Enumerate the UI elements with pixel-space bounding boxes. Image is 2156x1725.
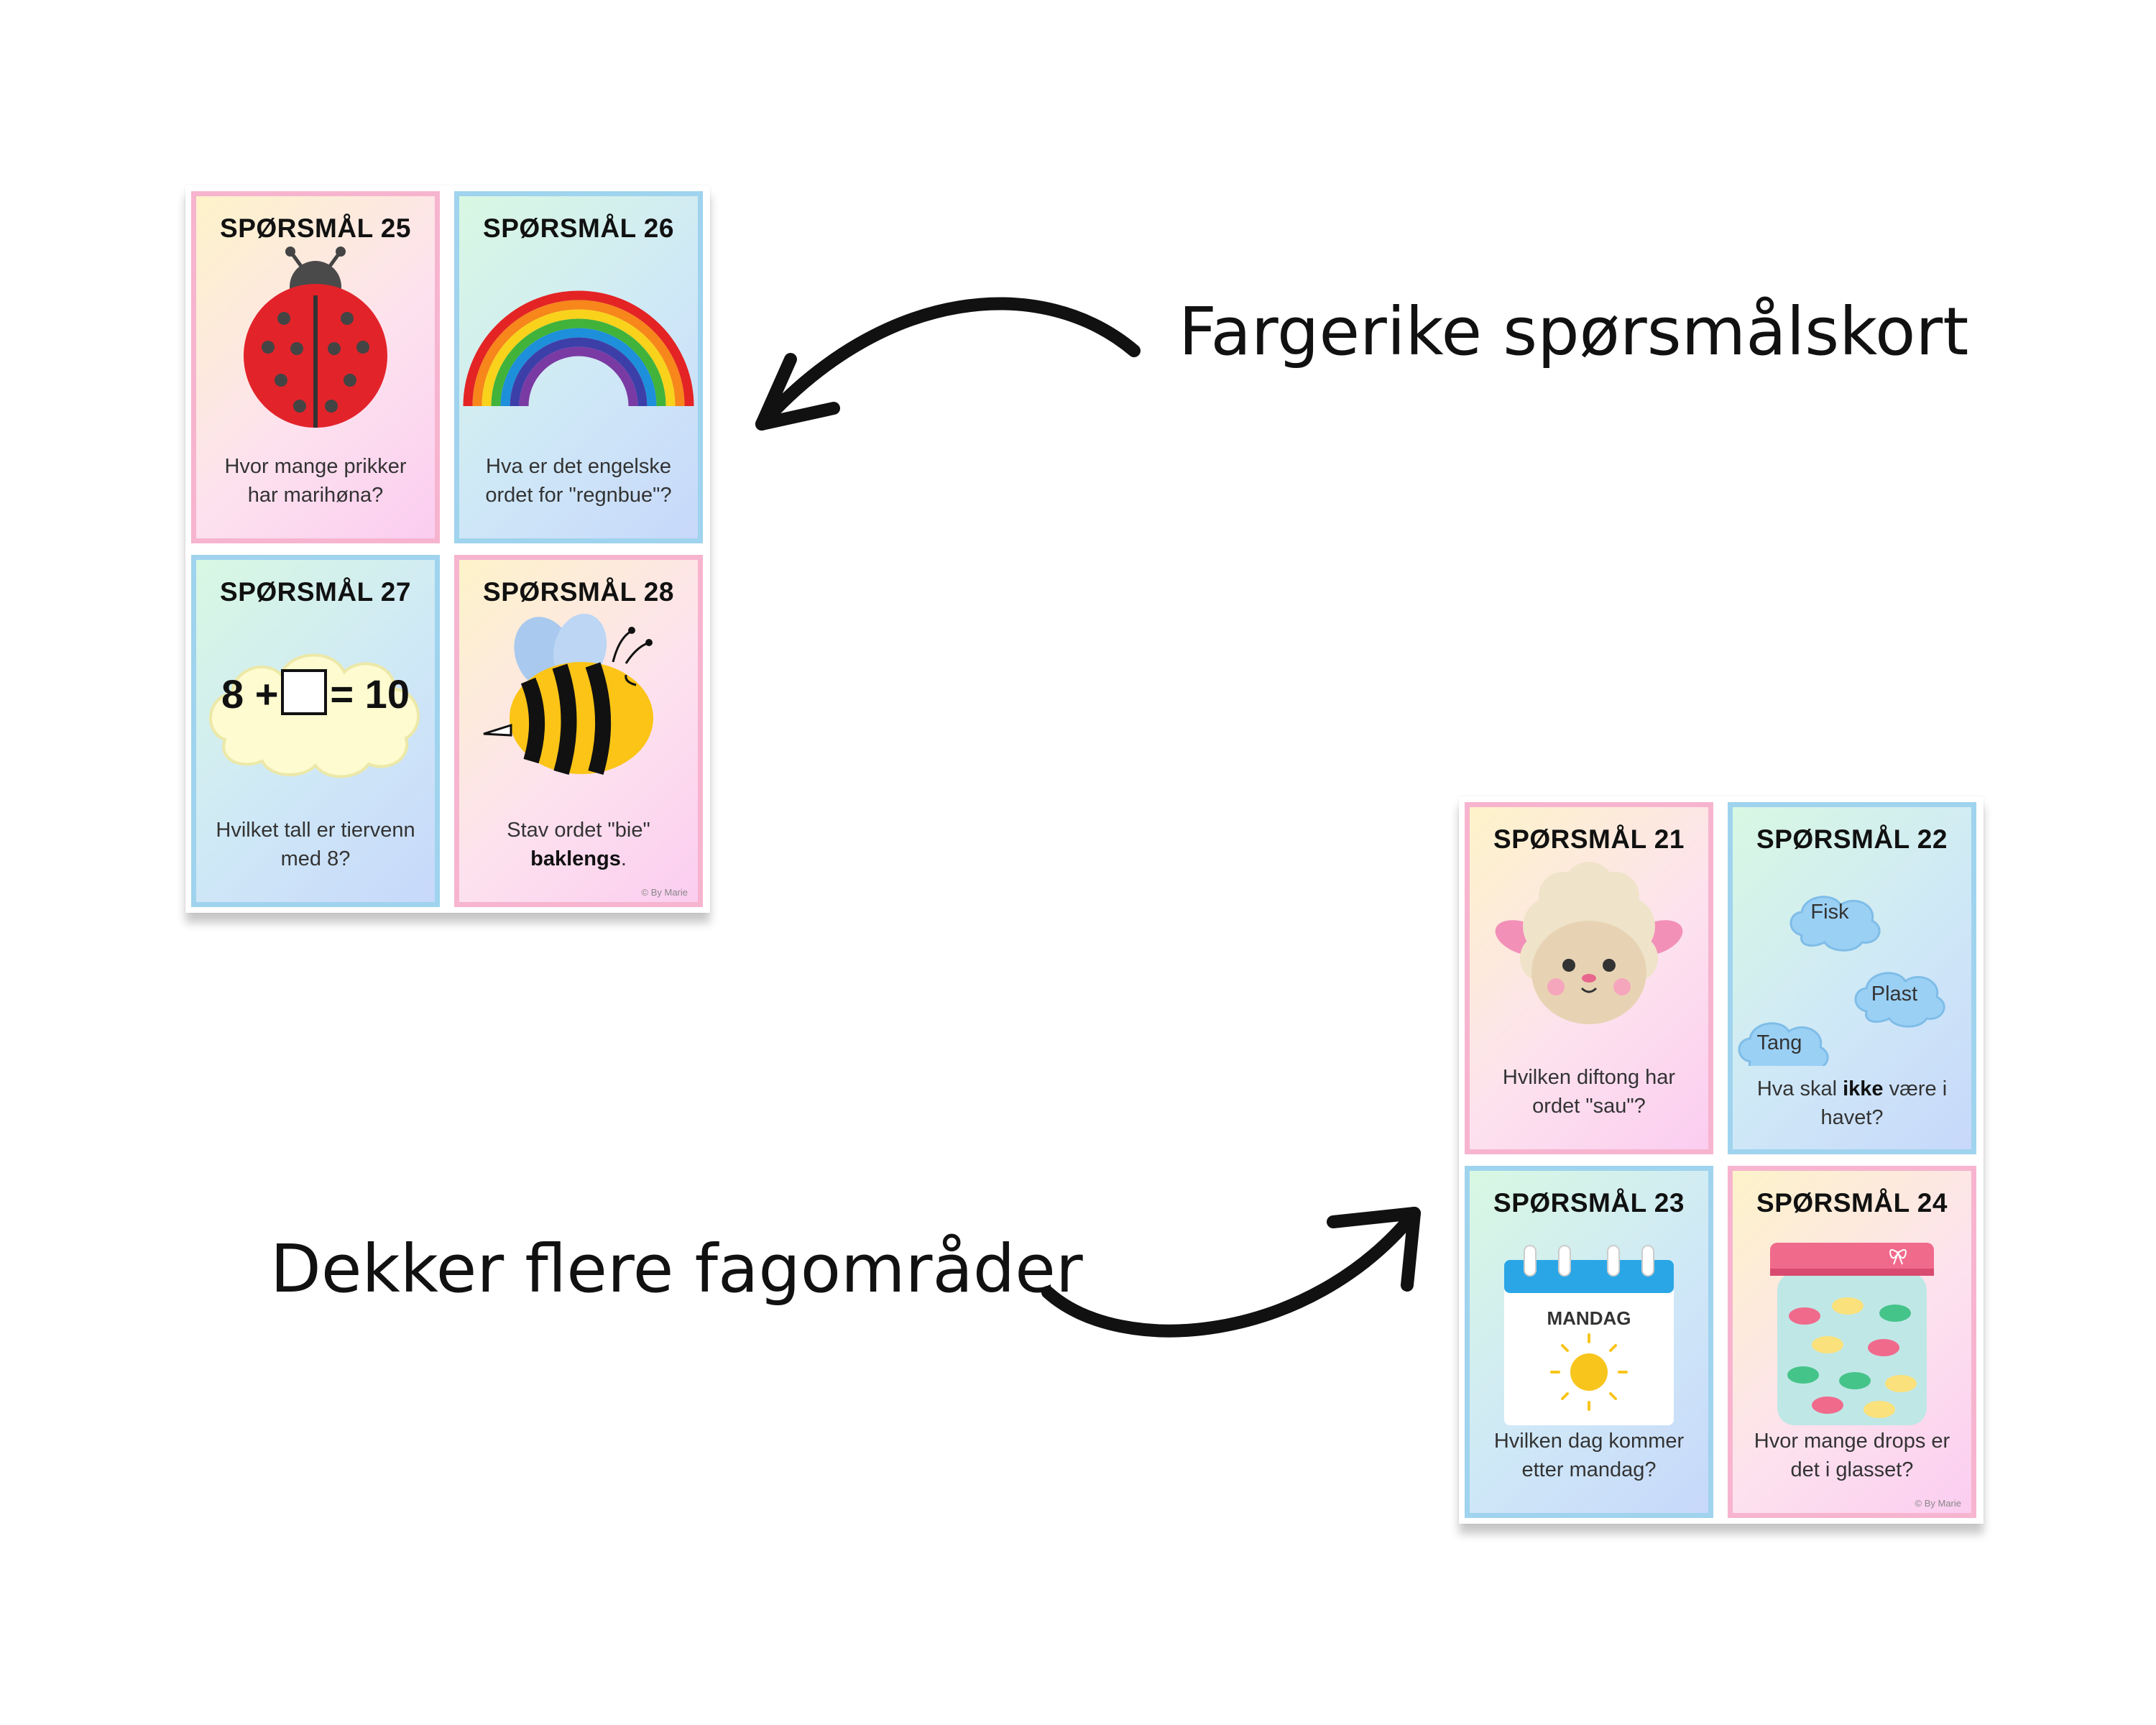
question-card-27: SPØRSMÅL 27 8 + = 10 Hvilket tall er tier…	[191, 555, 440, 907]
card-title: SPØRSMÅL 26	[483, 213, 674, 243]
card-question: Hvor mange prikker har marihøna?	[224, 455, 407, 507]
card-title: SPØRSMÅL 22	[1756, 824, 1948, 854]
question-card-23: SPØRSMÅL 23 MANDAG Hvilken dag kommer et…	[1465, 1166, 1713, 1518]
question-text-end: være i havet?	[1820, 1077, 1948, 1129]
card-question: Hva skal ikke være i havet?	[1746, 1075, 1958, 1132]
calendar-icon	[1504, 1245, 1674, 1425]
question-text-end: .	[620, 847, 627, 870]
question-card-22: SPØRSMÅL 22 Fisk Plast Tang Hva skal ikk…	[1728, 802, 1976, 1154]
question-card-26: SPØRSMÅL 26 Hva er det engelske ordet fo…	[454, 191, 703, 543]
card-question: Hvilken diftong har ordet "sau"?	[1502, 1066, 1676, 1118]
copyright: © By Marie	[1915, 1498, 1961, 1509]
equation: 8 + = 10	[196, 669, 435, 717]
card-title: SPØRSMÅL 27	[220, 577, 411, 607]
ladybug-icon	[244, 247, 387, 428]
question-emphasis: baklengs	[530, 847, 621, 870]
card-title: SPØRSMÅL 21	[1493, 824, 1685, 854]
question-card-25: SPØRSMÅL 25 Hvor mange prikker har marih…	[191, 191, 440, 543]
candy-jar-icon	[1770, 1243, 1934, 1425]
card-title: SPØRSMÅL 28	[483, 577, 674, 607]
card-question: Hva er det engelske ordet for "regnbue"?	[485, 455, 672, 507]
card-question: Stav ordet "bie" baklengs.	[472, 816, 685, 873]
card-sheet-a: SPØRSMÅL 25 Hvor mange prikker har marih…	[185, 185, 710, 913]
copyright: © By Marie	[641, 887, 688, 898]
question-text: Hva skal	[1756, 1077, 1838, 1100]
card-question: Hvilket tall er tiervenn med 8?	[216, 819, 415, 870]
question-card-21: SPØRSMÅL 21 Hvilken diftong har ordet "s…	[1465, 802, 1713, 1154]
card-title: SPØRSMÅL 23	[1493, 1188, 1685, 1218]
caption-subject-areas: Dekker flere fagområder	[270, 1230, 1083, 1307]
curved-arrow-bottom-icon	[1041, 1207, 1421, 1338]
card-title: SPØRSMÅL 25	[220, 213, 411, 243]
question-text: Stav ordet "bie"	[507, 819, 650, 842]
sheep-icon	[1495, 862, 1683, 1024]
blank-box	[281, 669, 328, 715]
sun-icon	[1550, 1333, 1628, 1411]
question-card-28: SPØRSMÅL 28 Stav ordet "bie" baklengs. © …	[454, 555, 703, 907]
card-question: Hvor mange drops er det i glasset?	[1754, 1430, 1950, 1481]
cloud-word-tang: Tang	[1756, 1031, 1802, 1054]
cloud-word-fisk: Fisk	[1810, 901, 1849, 924]
bee-icon	[483, 613, 653, 776]
cloud-icon	[208, 653, 420, 778]
card-question: Hvilken dag kommer etter mandag?	[1493, 1430, 1685, 1481]
question-emphasis: ikke	[1843, 1077, 1884, 1100]
rainbow-icon	[463, 290, 694, 407]
calendar-day-label: MANDAG	[1547, 1307, 1631, 1329]
cloud-icon	[1738, 896, 1945, 1066]
question-card-24: SPØRSMÅL 24 Hvor mange drops er det i gl…	[1728, 1166, 1976, 1518]
card-title: SPØRSMÅL 24	[1756, 1188, 1948, 1218]
card-sheet-b: SPØRSMÅL 21 Hvilken diftong har ordet "s…	[1459, 796, 1984, 1524]
caption-colorful-cards: Fargerike spørsmålskort	[1179, 293, 1969, 370]
equation-right: = 10	[330, 671, 410, 717]
curved-arrow-top-icon	[755, 297, 1141, 431]
equation-left: 8 +	[221, 671, 279, 717]
cloud-word-plast: Plast	[1871, 983, 1918, 1006]
